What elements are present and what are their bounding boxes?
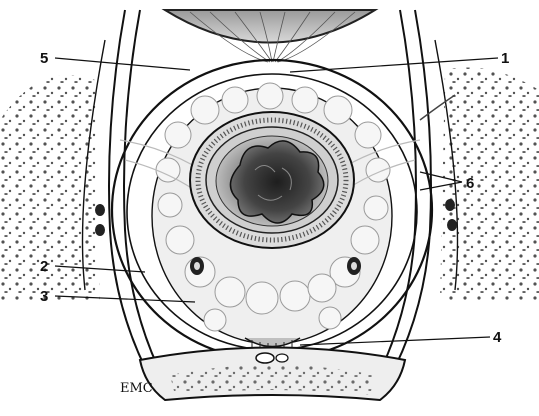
callout-5: 5 [40,50,48,67]
callout-1: 1 [501,50,509,67]
artist-signature: EMC [120,381,153,396]
sacrum [140,348,405,401]
rectal-lumen [230,141,323,223]
leader-line-5 [55,58,190,70]
bladder-organ [165,10,375,62]
callout-6: 6 [466,175,474,192]
callout-2: 2 [40,258,48,275]
callout-3: 3 [40,288,48,305]
leader-line-4 [300,337,490,345]
callout-4: 4 [493,329,502,346]
